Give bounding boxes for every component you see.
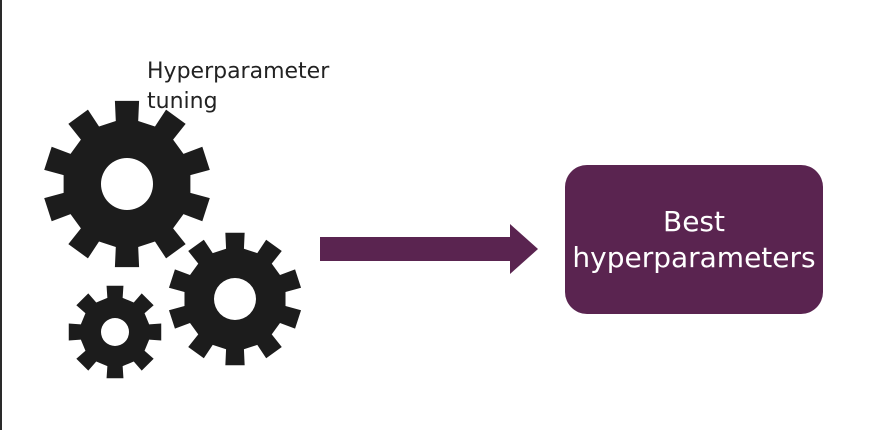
best-hyperparameters-box: Best hyperparameters xyxy=(565,165,823,314)
left-edge-line xyxy=(0,0,2,430)
arrow-right-icon xyxy=(320,224,538,274)
gears-caption-line-1: Hyperparameter xyxy=(147,59,330,84)
result-line-1: Best xyxy=(662,204,725,238)
best-hyperparameters-label: Best hyperparameters xyxy=(572,204,815,276)
result-line-2: hyperparameters xyxy=(572,240,816,274)
gear-large-icon xyxy=(44,100,210,268)
arrow-shaft xyxy=(320,237,512,261)
arrow-head xyxy=(510,224,538,274)
gear-medium-icon xyxy=(168,232,302,366)
gears-caption-line-2: tuning xyxy=(147,89,218,114)
gear-small-icon xyxy=(68,285,162,379)
gears-caption: Hyperparameter tuning xyxy=(147,57,329,117)
gears-icon xyxy=(44,100,302,379)
